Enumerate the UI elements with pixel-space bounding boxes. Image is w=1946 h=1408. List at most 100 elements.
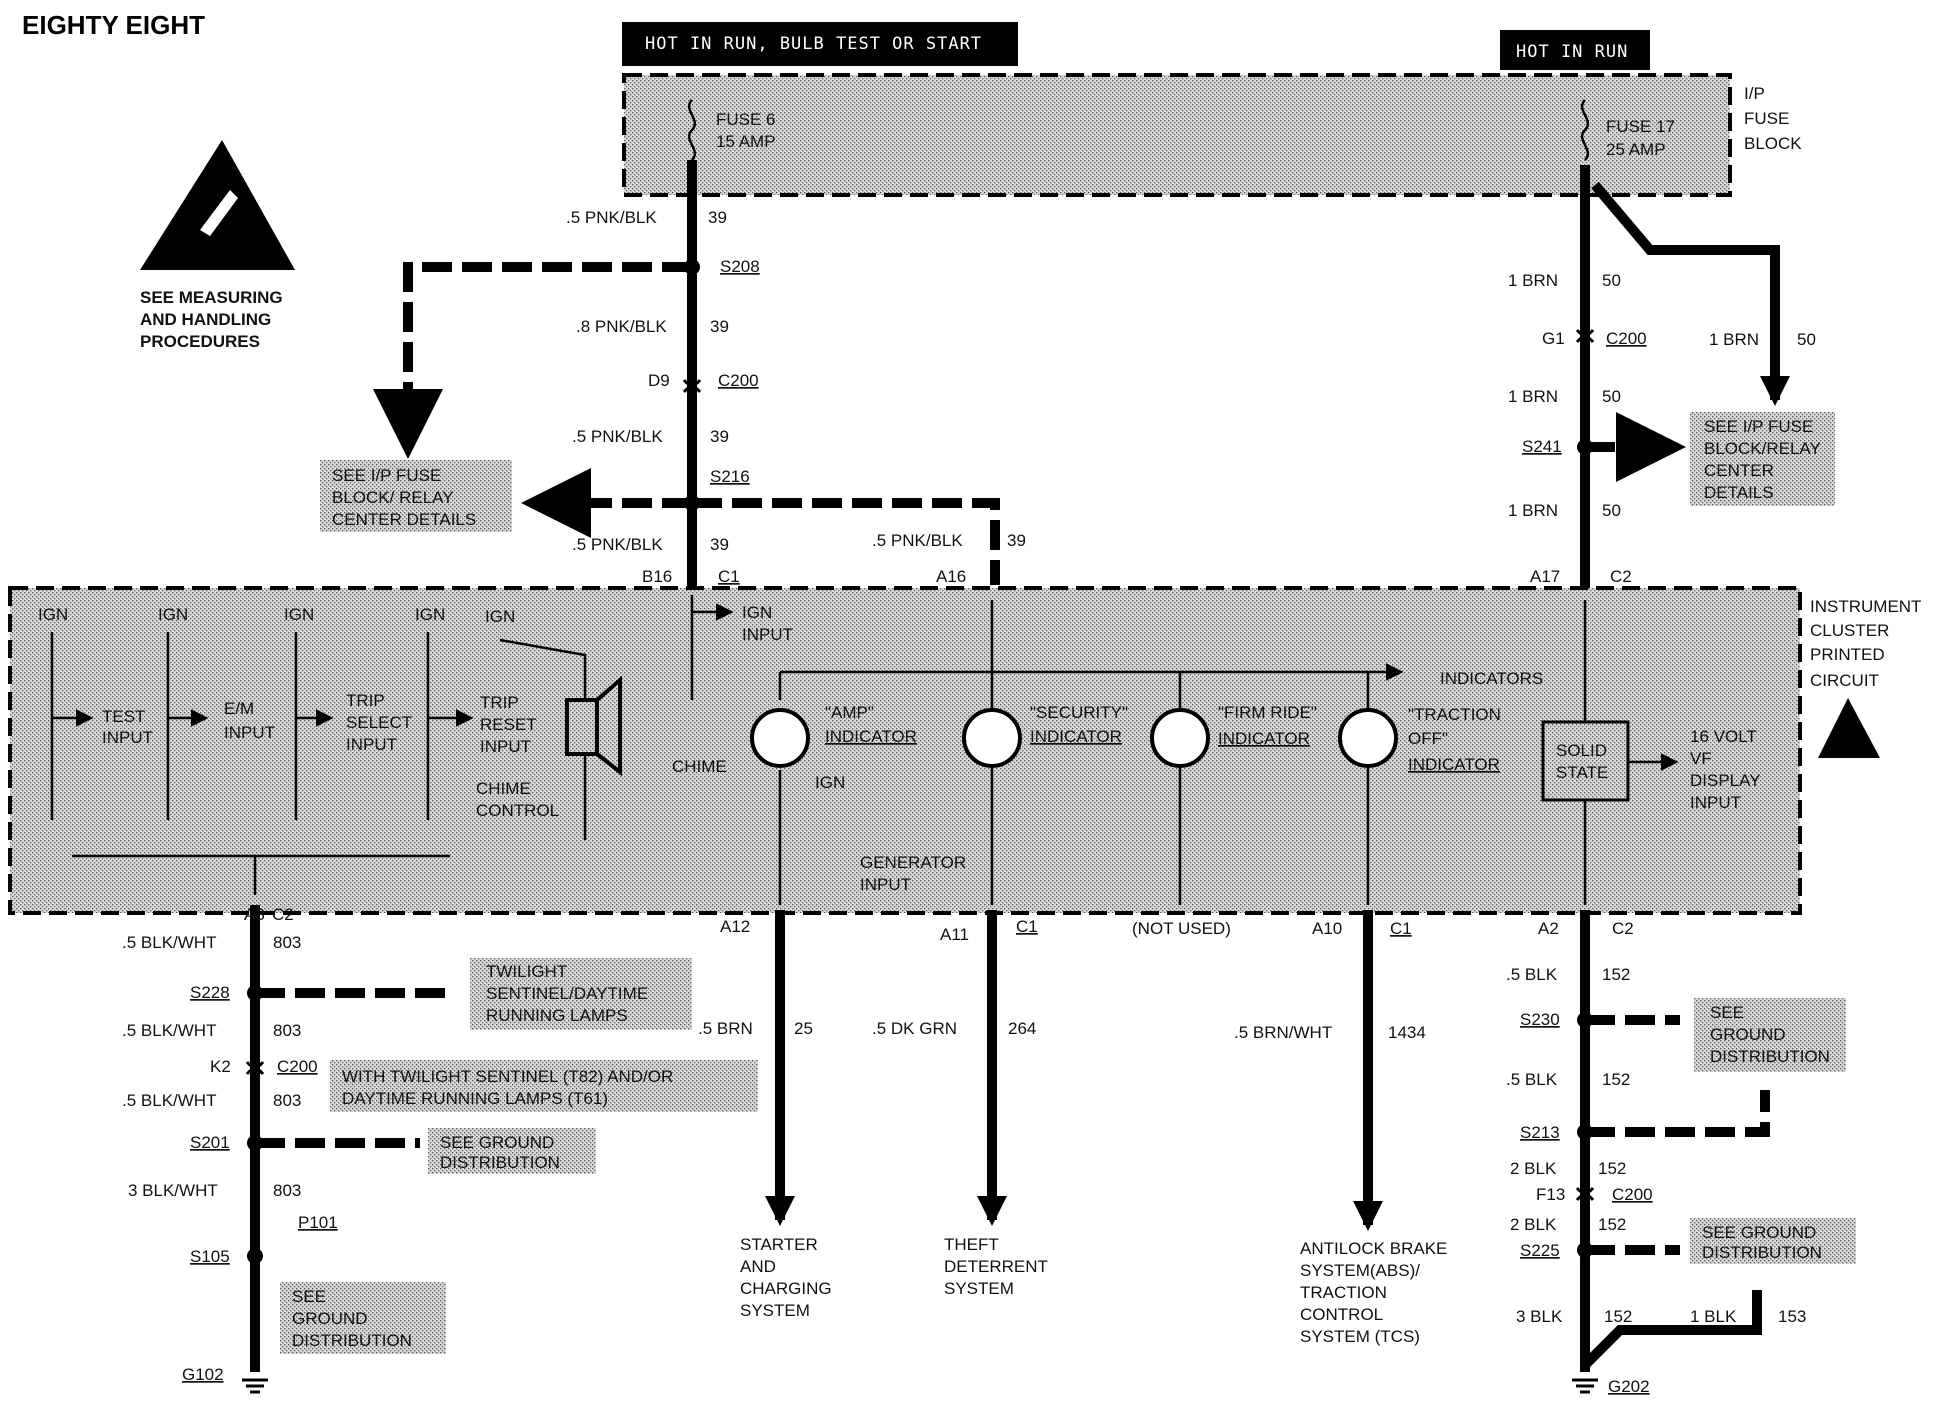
esd-note: SEE MEASURING [140,288,283,307]
svg-text:INDICATOR: INDICATOR [1030,727,1122,746]
svg-text:IGN: IGN [742,603,772,622]
svg-text:INPUT: INPUT [860,875,911,894]
svg-text:3 BLK/WHT: 3 BLK/WHT [128,1181,218,1200]
svg-text:INSTRUMENT: INSTRUMENT [1810,597,1921,616]
svg-text:A3: A3 [244,905,265,924]
security-indicator-icon [962,708,1022,768]
svg-text:DISTRIBUTION: DISTRIBUTION [1702,1243,1822,1262]
svg-text:IGN: IGN [415,605,445,624]
svg-text:S105: S105 [190,1247,230,1266]
svg-text:C1: C1 [1016,917,1038,936]
svg-text:STARTER: STARTER [740,1235,818,1254]
note-ground-1: SEE GROUND DISTRIBUTION [428,1128,596,1174]
svg-text:152: 152 [1598,1159,1626,1178]
svg-text:SYSTEM(ABS)/: SYSTEM(ABS)/ [1300,1261,1420,1280]
svg-text:.5 BLK/WHT: .5 BLK/WHT [122,933,216,952]
svg-text:CHARGING: CHARGING [740,1279,832,1298]
svg-text:FUSE: FUSE [1744,109,1789,128]
svg-text:803: 803 [273,1181,301,1200]
svg-text:.5 BLK: .5 BLK [1506,965,1558,984]
svg-text:S201: S201 [190,1133,230,1152]
svg-text:.8 PNK/BLK: .8 PNK/BLK [576,317,667,336]
output-wires [765,910,1383,1231]
svg-text:A16: A16 [936,567,966,586]
firm-ride-indicator-icon [1150,708,1210,768]
svg-text:152: 152 [1604,1307,1632,1326]
fuse-17-icon [1580,99,1590,161]
svg-text:G202: G202 [1608,1377,1650,1396]
svg-text:.5 BRN/WHT: .5 BRN/WHT [1234,1023,1332,1042]
svg-text:.5 PNK/BLK: .5 PNK/BLK [566,208,657,227]
svg-text:OFF": OFF" [1408,729,1448,748]
svg-text:BLOCK/ RELAY: BLOCK/ RELAY [332,488,454,507]
svg-text:SEE GROUND: SEE GROUND [440,1133,554,1152]
svg-text:TRIP: TRIP [480,693,519,712]
svg-text:CHIME: CHIME [476,779,531,798]
svg-text:152: 152 [1598,1215,1626,1234]
svg-text:A2: A2 [1538,919,1559,938]
svg-text:1 BRN: 1 BRN [1508,271,1558,290]
note-with-twilight: WITH TWILIGHT SENTINEL (T82) AND/OR DAYT… [330,1060,758,1112]
note-ground-2: SEE GROUND DISTRIBUTION [280,1282,446,1354]
svg-text:SYSTEM: SYSTEM [740,1301,810,1320]
svg-text:"SECURITY": "SECURITY" [1030,703,1128,722]
svg-text:CENTER: CENTER [1704,461,1774,480]
svg-text:A17: A17 [1530,567,1560,586]
svg-text:AND HANDLING: AND HANDLING [140,310,271,329]
svg-text:I/P: I/P [1744,84,1765,103]
note-ground-4: SEE GROUND DISTRIBUTION [1690,1218,1856,1264]
svg-text:1434: 1434 [1388,1023,1426,1042]
svg-text:CIRCUIT: CIRCUIT [1810,671,1879,690]
svg-text:SYSTEM (TCS): SYSTEM (TCS) [1300,1327,1420,1346]
svg-text:AND: AND [740,1257,776,1276]
svg-text:INDICATOR: INDICATOR [1218,729,1310,748]
svg-text:GENERATOR: GENERATOR [860,853,966,872]
svg-text:DISTRIBUTION: DISTRIBUTION [292,1331,412,1350]
svg-text:S213: S213 [1520,1123,1560,1142]
svg-text:39: 39 [710,427,729,446]
svg-text:.5 DK GRN: .5 DK GRN [872,1019,957,1038]
svg-text:DISTRIBUTION: DISTRIBUTION [440,1153,560,1172]
svg-text:803: 803 [273,1021,301,1040]
svg-text:16 VOLT: 16 VOLT [1690,727,1757,746]
svg-text:CHIME: CHIME [672,757,727,776]
svg-text:15 AMP: 15 AMP [716,132,776,151]
svg-text:HOT IN RUN: HOT IN RUN [1516,42,1628,62]
circuit-39 [373,160,1000,595]
svg-text:DAYTIME RUNNING LAMPS (T61): DAYTIME RUNNING LAMPS (T61) [342,1089,608,1108]
svg-text:RESET: RESET [480,715,537,734]
svg-text:GROUND: GROUND [292,1309,368,1328]
svg-text:PRINTED: PRINTED [1810,645,1885,664]
svg-text:VF: VF [1690,749,1712,768]
svg-text:.5 PNK/BLK: .5 PNK/BLK [572,427,663,446]
svg-text:ANTILOCK BRAKE: ANTILOCK BRAKE [1300,1239,1447,1258]
svg-text:152: 152 [1602,1070,1630,1089]
svg-text:HOT IN RUN, BULB TEST OR START: HOT IN RUN, BULB TEST OR START [645,34,982,54]
svg-text:IGN: IGN [815,773,845,792]
svg-text:BLOCK/RELAY: BLOCK/RELAY [1704,439,1821,458]
svg-text:S241: S241 [1522,437,1562,456]
svg-text:SEE: SEE [1710,1003,1744,1022]
svg-text:S225: S225 [1520,1241,1560,1260]
svg-text:INDICATOR: INDICATOR [1408,755,1500,774]
svg-text:50: 50 [1602,501,1621,520]
header-hot-run-bulb: HOT IN RUN, BULB TEST OR START [622,22,1018,66]
svg-text:152: 152 [1602,965,1630,984]
svg-text:INDICATOR: INDICATOR [825,727,917,746]
svg-text:PROCEDURES: PROCEDURES [140,332,260,351]
svg-text:IGN: IGN [284,605,314,624]
svg-text:803: 803 [273,1091,301,1110]
svg-text:A10: A10 [1312,919,1342,938]
circuit-50 [1575,165,1790,595]
circuit-803 [242,905,455,1394]
svg-text:C2: C2 [1612,919,1634,938]
svg-text:.5 BLK/WHT: .5 BLK/WHT [122,1091,216,1110]
svg-text:G1: G1 [1542,329,1565,348]
svg-text:CENTER DETAILS: CENTER DETAILS [332,510,476,529]
svg-text:SEE: SEE [292,1287,326,1306]
svg-text:.5 BLK: .5 BLK [1506,1070,1558,1089]
svg-text:SEE GROUND: SEE GROUND [1702,1223,1816,1242]
svg-text:DISTRIBUTION: DISTRIBUTION [1710,1047,1830,1066]
svg-text:3 BLK: 3 BLK [1516,1307,1563,1326]
